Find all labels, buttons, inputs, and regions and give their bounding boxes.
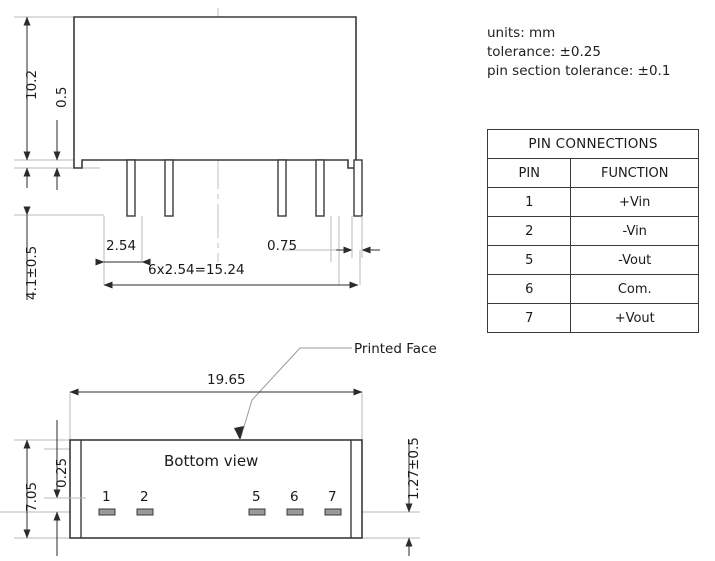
dim-label-depth-total: 7.05 bbox=[24, 481, 40, 512]
dim-label-span: 6x2.54=15.24 bbox=[148, 262, 245, 278]
pin-cell: 1 bbox=[486, 187, 572, 217]
function-cell: +Vout bbox=[570, 303, 699, 333]
table-row: 1 +Vin bbox=[486, 187, 699, 217]
function-cell: +Vin bbox=[570, 187, 699, 217]
side-view-pin-1 bbox=[126, 159, 136, 217]
table-title-row: PIN CONNECTIONS bbox=[487, 129, 699, 159]
side-view-pin-7 bbox=[353, 159, 363, 217]
dim-label-edge: 0.25 bbox=[54, 457, 70, 488]
side-view-pin-2 bbox=[164, 159, 174, 217]
pin-column-header: PIN bbox=[486, 158, 572, 188]
dim-label-pitch: 2.54 bbox=[106, 238, 137, 254]
printed-face-leader-line bbox=[239, 347, 352, 441]
side-view-pin-5 bbox=[277, 159, 287, 217]
dim-edge bbox=[44, 420, 86, 556]
side-view-body-outline bbox=[73, 16, 357, 169]
pin-cell: 6 bbox=[486, 274, 572, 304]
bottom-view-pin-number: 1 bbox=[102, 489, 111, 505]
pin-cell: 5 bbox=[486, 245, 572, 275]
notes-tolerance: tolerance: ±0.25 bbox=[487, 44, 601, 60]
table-row: 5 -Vout bbox=[486, 245, 699, 275]
table-row: 6 Com. bbox=[486, 274, 699, 304]
notes-pin-tolerance: pin section tolerance: ±0.1 bbox=[487, 63, 671, 79]
table-row: 7 +Vout bbox=[486, 303, 699, 333]
table-row: 2 -Vin bbox=[486, 216, 699, 246]
side-view-pins bbox=[126, 159, 363, 217]
dim-label-pin-length: 4.1±0.5 bbox=[24, 245, 40, 300]
pin-cell: 2 bbox=[486, 216, 572, 246]
bottom-view-pad-2 bbox=[136, 508, 154, 516]
dim-label-pad-offset: 1.27±0.5 bbox=[406, 437, 422, 500]
pin-table-title: PIN CONNECTIONS bbox=[487, 129, 699, 159]
bottom-view-body-outline bbox=[69, 439, 363, 539]
bottom-view-pin-number: 6 bbox=[290, 489, 299, 505]
bottom-view-title: Bottom view bbox=[164, 452, 259, 470]
bottom-view-pin-number: 2 bbox=[140, 489, 149, 505]
table-header-row: PIN FUNCTION bbox=[486, 158, 699, 188]
function-cell: Com. bbox=[570, 274, 699, 304]
function-cell: -Vin bbox=[570, 216, 699, 246]
side-view-pin-6 bbox=[315, 159, 325, 217]
function-cell: -Vout bbox=[570, 245, 699, 275]
bottom-view-pad-6 bbox=[286, 508, 304, 516]
pin-connections-table: PIN CONNECTIONS PIN FUNCTION 1 +Vin 2 -V… bbox=[486, 129, 699, 333]
dim-label-standoff: 0.5 bbox=[54, 86, 70, 108]
bottom-view-pin-number: 7 bbox=[328, 489, 337, 505]
bottom-view-pad-7 bbox=[324, 508, 342, 516]
pin-cell: 7 bbox=[486, 303, 572, 333]
dim-label-pin-width: 0.75 bbox=[267, 238, 298, 254]
notes-units: units: mm bbox=[487, 25, 556, 41]
bottom-view-pad-1 bbox=[98, 508, 116, 516]
dim-label-height-total: 10.2 bbox=[24, 69, 40, 100]
dim-pin-width bbox=[282, 216, 380, 258]
printed-face-label: Printed Face bbox=[354, 341, 437, 357]
bottom-view-drawing bbox=[0, 347, 420, 556]
side-view-drawing bbox=[14, 8, 380, 300]
bottom-view-pads bbox=[98, 508, 342, 516]
dim-label-width: 19.65 bbox=[207, 372, 246, 388]
bottom-view-pin-number: 5 bbox=[252, 489, 261, 505]
function-column-header: FUNCTION bbox=[570, 158, 699, 188]
bottom-view-pad-5 bbox=[248, 508, 266, 516]
notes-block: units: mm tolerance: ±0.25 pin section t… bbox=[487, 24, 670, 81]
printed-face-arrow bbox=[234, 426, 244, 440]
